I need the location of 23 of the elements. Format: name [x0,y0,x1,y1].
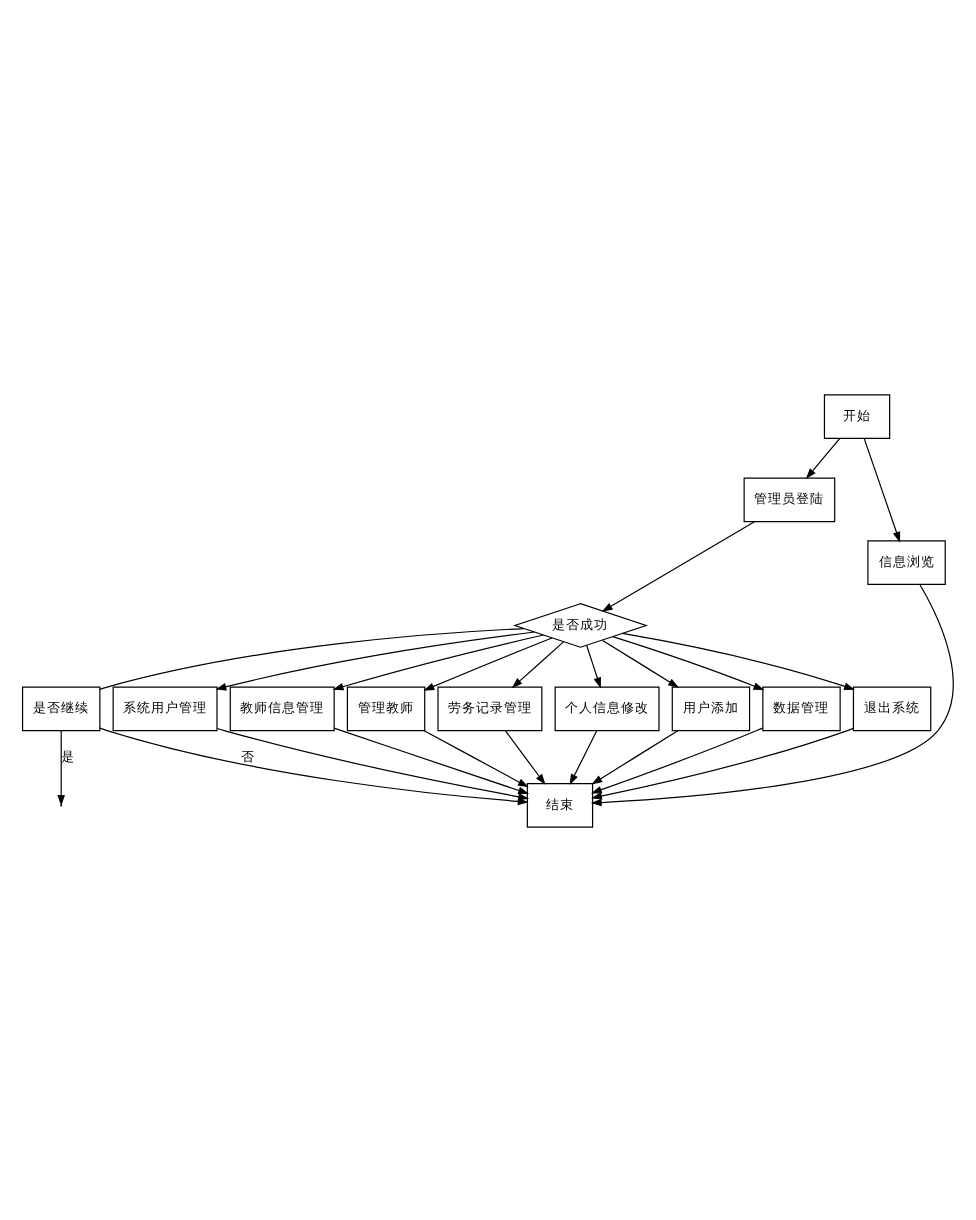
arrow [590,726,764,793]
connector [99,626,525,689]
arrow [511,640,565,688]
arrow [591,729,679,784]
arrow [423,636,553,690]
arrow [504,729,546,784]
arrow [423,729,529,787]
arrow [216,726,530,800]
arrow [57,729,66,805]
arrow [99,726,529,805]
arrow [863,436,901,542]
arrow [332,633,544,690]
arrow [602,638,679,687]
arrow [612,635,765,690]
arrow [215,630,536,690]
arrow [586,643,601,688]
arrow [333,726,530,794]
arrow [590,583,954,806]
arrow [591,726,854,799]
arrow [601,520,756,611]
arrow [805,437,841,479]
arrow [621,631,855,689]
arrow [569,729,598,784]
